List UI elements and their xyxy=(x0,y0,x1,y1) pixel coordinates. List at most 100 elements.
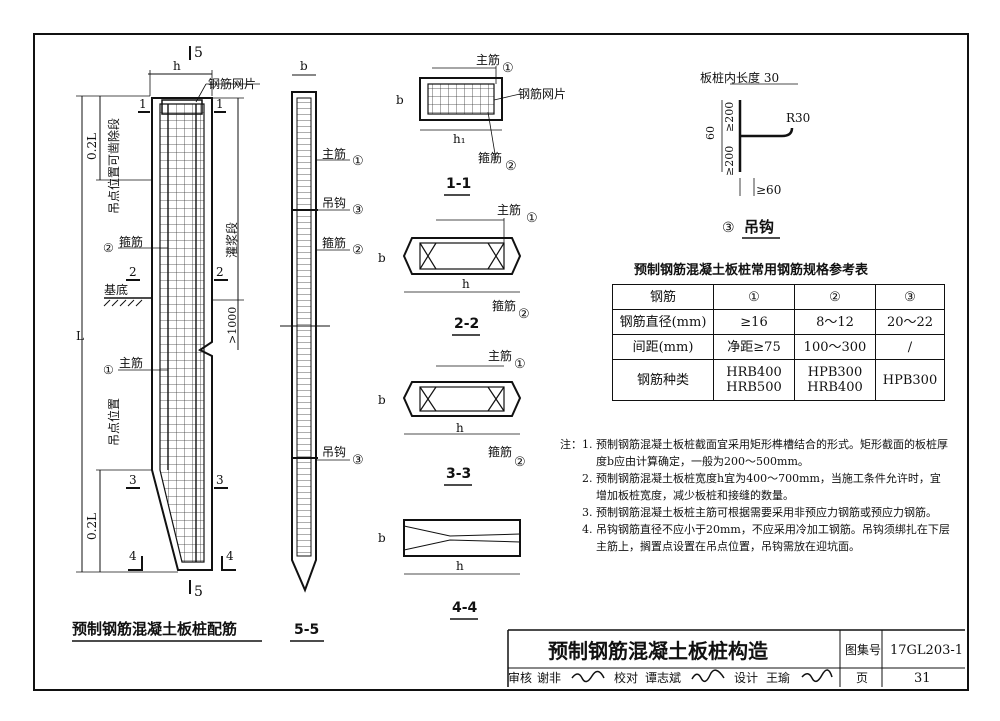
section-5-mark-top: 5 xyxy=(194,45,203,61)
section55-stirrup: 箍筋 xyxy=(322,235,346,250)
s22-main: 主筋 xyxy=(497,202,521,217)
s11-mesh: 钢筋网片 xyxy=(518,86,566,101)
hook-r30: R30 xyxy=(786,111,810,125)
dim-L: L xyxy=(76,329,84,343)
spec-header-cell: ③ xyxy=(875,284,945,310)
note-text: 预制钢筋混凝土板桩宽度h宜为400～700mm，当施工条件允许时，宜增加板桩宽度… xyxy=(596,472,941,502)
stirrup-label: 箍筋 xyxy=(119,234,143,249)
note-item: 4. 吊钩钢筋直径不应小于20mm，不应采用冷加工钢筋。吊钩须绑扎在下层主筋上，… xyxy=(560,521,950,555)
s22-b: b xyxy=(378,251,386,265)
lifting-removable-label: 吊点位置可凿除段 xyxy=(106,118,121,214)
hook-caption: 吊钩 xyxy=(744,218,774,236)
spec-table-header: 钢筋 ① ② ③ xyxy=(612,284,945,310)
table-cell: HRB400 HRB500 xyxy=(713,359,795,401)
s44-h: h xyxy=(456,559,464,573)
cut-mark-2-left: 2 xyxy=(129,265,137,279)
signature-scribble xyxy=(691,669,725,683)
table-cell: ≥16 xyxy=(713,309,795,335)
dim-h: h xyxy=(173,59,181,73)
checker-name: 谭志斌 xyxy=(644,671,681,685)
spec-table-title: 预制钢筋混凝土板桩常用钢筋规格参考表 xyxy=(634,262,869,278)
table-row: 钢筋直径(mm) ≥16 8～12 20～22 xyxy=(612,309,945,335)
spec-table: 钢筋 ① ② ③ 钢筋直径(mm) ≥16 8～12 20～22 间距(mm) … xyxy=(612,284,945,401)
table-row: 钢筋种类 HRB400 HRB500 HPB300 HRB400 HPB300 xyxy=(612,359,945,401)
cut-mark-4-left: 4 xyxy=(129,549,137,563)
s22-stirrup: 箍筋 xyxy=(492,298,516,313)
section55-circle3: ③ xyxy=(352,203,364,218)
section55-hook-bottom: 吊钩 xyxy=(322,445,346,459)
title-block xyxy=(507,629,965,687)
note-number: 3. xyxy=(582,506,593,519)
table-cell: 100～300 xyxy=(794,334,876,360)
signature-scribble xyxy=(571,670,605,683)
atlas-number: 17GL203-1 xyxy=(890,643,963,658)
s33-stirrup: 箍筋 xyxy=(488,444,512,459)
section55-caption: 5-5 xyxy=(294,622,319,638)
note-item: 2. 预制钢筋混凝土板桩宽度h宜为400～700mm，当施工条件允许时，宜增加板… xyxy=(560,470,950,504)
cut-mark-1-left: 1 xyxy=(139,97,147,111)
section55-circle2: ② xyxy=(352,243,364,258)
designer-name: 王瑜 xyxy=(765,671,790,685)
designer-signature xyxy=(796,669,838,686)
s11-circle1: ① xyxy=(502,61,514,76)
lifting-point-label: 吊点位置 xyxy=(106,398,121,446)
page-label: 页 xyxy=(856,671,868,685)
notes-lead: 注： xyxy=(560,438,582,451)
table-cell: HPB300 HRB400 xyxy=(794,359,876,401)
note-text: 预制钢筋混凝土板桩截面宜采用矩形榫槽结合的形式。矩形截面的板桩厚度b应由计算确定… xyxy=(596,438,948,468)
circle-1-label: ① xyxy=(103,363,114,377)
note-item: 注： 1. 预制钢筋混凝土板桩截面宜采用矩形榫槽结合的形式。矩形截面的板桩厚度b… xyxy=(560,436,950,470)
s11-main: 主筋 xyxy=(476,52,500,67)
s33-b: b xyxy=(378,393,386,407)
s44-caption: 4-4 xyxy=(452,600,478,616)
spec-header-cell: ② xyxy=(794,284,876,310)
section55-main-bar: 主筋 xyxy=(322,146,346,161)
section-2-2 xyxy=(402,218,522,293)
cut-mark-3-left: 3 xyxy=(129,473,137,487)
s33-circle1: ① xyxy=(514,357,526,372)
checker-signature xyxy=(686,669,732,686)
table-cell: HPB300 xyxy=(875,359,945,401)
s33-caption: 3-3 xyxy=(446,466,471,482)
reviewer-signature xyxy=(566,669,612,686)
circle-2-label: ② xyxy=(103,241,114,255)
s33-h: h xyxy=(456,421,464,435)
atlas-label: 图集号 xyxy=(845,642,881,657)
page-number: 31 xyxy=(914,671,931,686)
notes-block: 注： 1. 预制钢筋混凝土板桩截面宜采用矩形榫槽结合的形式。矩形截面的板桩厚度b… xyxy=(560,436,950,555)
hook-circle3: ③ xyxy=(722,220,735,236)
table-row: 间距(mm) 净距≥75 100～300 / xyxy=(612,334,945,360)
table-cell: 钢筋直径(mm) xyxy=(612,309,714,335)
dim-0.2L-bottom: 0.2L xyxy=(85,513,99,540)
reviewer-name: 谢非 xyxy=(536,671,561,685)
cut-mark-1-right: 1 xyxy=(216,97,224,111)
dim-gt1000: >1000 xyxy=(226,307,239,344)
design-label: 设计 xyxy=(733,671,758,685)
signature-scribble xyxy=(801,669,833,683)
pile-elevation xyxy=(76,46,260,594)
pour-zone-label: 灌浆段 xyxy=(224,222,239,258)
hook-detail xyxy=(721,83,798,196)
section55-hook: 吊钩 xyxy=(322,196,346,210)
hook-embed-len: 板桩内长度 30 xyxy=(700,70,779,85)
section55-circle1: ① xyxy=(352,154,364,169)
mesh-label: 钢筋网片 xyxy=(208,76,256,91)
s44-b: b xyxy=(378,531,386,545)
note-number: 4. xyxy=(582,523,593,536)
table-cell: 8～12 xyxy=(794,309,876,335)
sheet-title: 预制钢筋混凝土板桩构造 xyxy=(548,639,769,663)
main-bar-label: 主筋 xyxy=(119,355,143,370)
dim-0.2L-top: 0.2L xyxy=(85,133,99,160)
note-number: 2. xyxy=(582,472,593,485)
note-text: 预制钢筋混凝土板桩主筋可根据需要采用非预应力钢筋或预应力钢筋。 xyxy=(596,506,937,519)
hook-dim-60: 60 xyxy=(704,126,717,140)
hook-dim-60b: ≥60 xyxy=(756,183,781,197)
spec-header-cell: 钢筋 xyxy=(612,284,714,310)
base-label: 基底 xyxy=(104,282,128,297)
table-cell: / xyxy=(875,334,945,360)
s33-main: 主筋 xyxy=(488,348,512,363)
section-4-4 xyxy=(403,519,521,575)
section-5-5 xyxy=(280,74,350,593)
s11-circle2: ② xyxy=(505,159,517,174)
hook-dim-200b: ≥200 xyxy=(723,146,736,176)
